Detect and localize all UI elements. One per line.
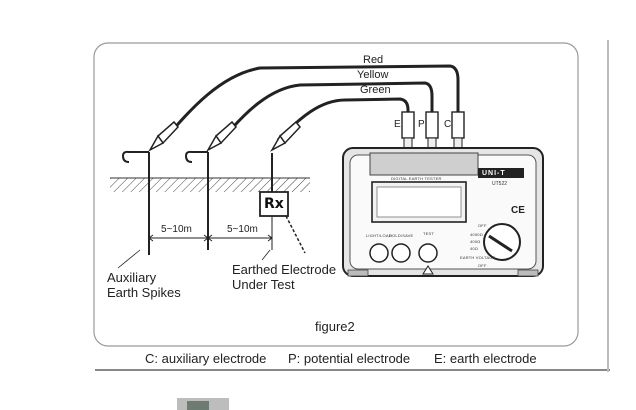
wire-label-yellow: Yellow xyxy=(357,69,389,81)
legend-p: P: potential electrode xyxy=(288,351,411,366)
bottom-thumbnail xyxy=(177,398,229,410)
wire-label-red: Red xyxy=(363,54,384,66)
figure-caption: figure2 xyxy=(315,319,355,334)
wire-green xyxy=(276,97,410,142)
aux-spike-c xyxy=(121,150,150,255)
legend-e: E: earth electrode xyxy=(434,351,537,366)
aux-label-pointer xyxy=(117,249,141,269)
earth-tester-device xyxy=(342,147,544,277)
plug-c xyxy=(451,111,465,153)
ce-mark: CE xyxy=(511,205,525,216)
terminal-label-e: E xyxy=(394,119,401,130)
dial-range-2: 400Ω xyxy=(470,239,481,244)
tester-brand: UNI-T xyxy=(482,170,506,177)
aux-spike-p xyxy=(184,150,209,250)
clip-p xyxy=(206,120,237,152)
clip-e xyxy=(270,120,301,152)
terminal-label-c: C xyxy=(444,119,452,130)
electrode-label-pointer xyxy=(261,249,271,261)
button-hold-label: HOLD/SAVE xyxy=(389,233,414,238)
outer-frame xyxy=(93,42,579,347)
earth-electrode xyxy=(259,153,306,254)
plug-p xyxy=(425,111,439,153)
aux-spikes-label: Auxiliary Earth Spikes xyxy=(107,270,181,300)
wire-yellow xyxy=(220,81,434,141)
wire-label-green: Green xyxy=(360,84,391,96)
legend-c: C: auxiliary electrode xyxy=(145,351,267,366)
wire-red xyxy=(162,64,460,141)
electrode-line1: Earthed Electrode xyxy=(232,262,337,277)
dial-off-top: OFF xyxy=(478,223,487,228)
electrode-line2: Under Test xyxy=(232,277,295,292)
dial-range-3: 40Ω xyxy=(470,246,479,251)
terminal-label-p: P xyxy=(418,119,425,130)
tester-panel-title: DIGITAL EARTH TESTER xyxy=(391,176,442,181)
plug-e xyxy=(401,111,415,153)
aux-spikes-line2: Earth Spikes xyxy=(107,285,181,300)
spacing-label-right: 5~10m xyxy=(227,224,258,235)
dial-range-1: 4000Ω xyxy=(470,232,483,237)
button-test-label: TEST xyxy=(423,231,435,236)
ground-hatch xyxy=(110,178,310,192)
spacing-label-left: 5~10m xyxy=(161,224,192,235)
dimension-lines xyxy=(148,216,273,250)
rx-label: Rx xyxy=(264,196,284,212)
dial-earth-voltage: EARTH VOLTAGE xyxy=(460,255,496,260)
tester-model: UT522 xyxy=(492,181,508,187)
button-light-label: LIGHT/LOAD xyxy=(366,233,392,238)
clip-c xyxy=(148,120,179,152)
aux-spikes-line1: Auxiliary xyxy=(107,270,157,285)
dial-off-bottom: OFF xyxy=(478,263,487,268)
electrode-label: Earthed Electrode Under Test xyxy=(232,262,336,292)
